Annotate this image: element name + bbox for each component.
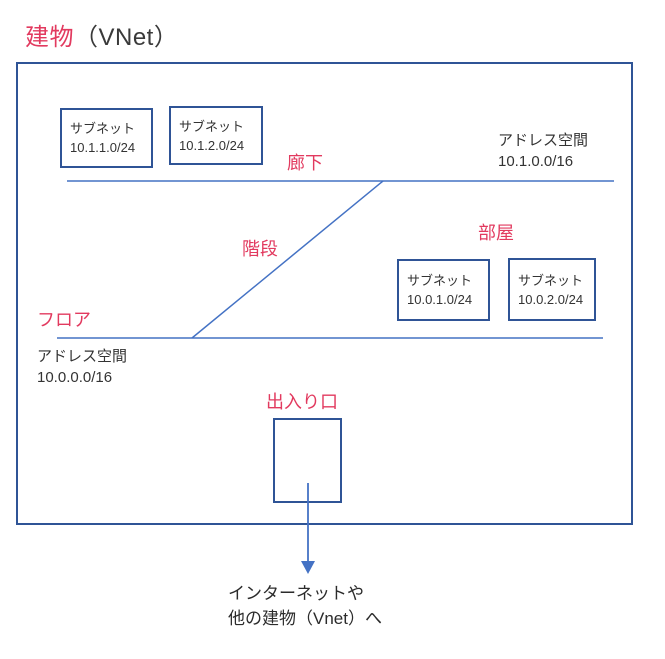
subnet-cidr: 10.0.2.0/24 — [518, 291, 584, 307]
subnet-label: サブネット — [179, 118, 245, 134]
external-destination-text: インターネットや 他の建物（Vnet）へ — [228, 581, 382, 631]
address-space-cidr: 10.1.0.0/16 — [498, 153, 574, 170]
subnet-box-10-1-1-0: サブネット 10.1.1.0/24 — [60, 108, 153, 168]
subnet-cidr: 10.1.2.0/24 — [179, 137, 245, 153]
address-space-label: アドレス空間 — [37, 348, 128, 365]
external-line-2: 他の建物（Vnet）へ — [228, 609, 382, 628]
room-label: 部屋 — [478, 223, 514, 243]
subnet-cidr: 10.1.1.0/24 — [70, 140, 136, 155]
subnet-label: サブネット — [518, 272, 584, 288]
floor-label: フロア — [37, 310, 91, 330]
subnet-box-10-0-1-0: サブネット 10.0.1.0/24 — [397, 259, 490, 321]
gateway-label: 出入り口 — [266, 392, 338, 412]
corridor-label: 廊下 — [287, 153, 323, 173]
address-space-label: アドレス空間 — [498, 132, 589, 149]
subnet-label: サブネット — [70, 121, 136, 136]
title-building-text: 建物 — [25, 24, 74, 51]
subnet-box-10-1-2-0: サブネット 10.1.2.0/24 — [169, 106, 263, 165]
stairs-label: 階段 — [242, 239, 278, 259]
upper-address-space: アドレス空間 10.1.0.0/16 — [498, 130, 588, 172]
page-title: 建物（VNet） — [25, 17, 178, 52]
subnet-box-10-0-2-0: サブネット 10.0.2.0/24 — [508, 258, 596, 321]
gateway-door-box — [273, 418, 342, 503]
vnet-boundary-box — [16, 62, 633, 525]
lower-address-space: アドレス空間 10.0.0.0/16 — [37, 346, 127, 388]
address-space-cidr: 10.0.0.0/16 — [37, 369, 113, 386]
exit-arrow-head — [301, 561, 315, 574]
external-line-1: インターネットや — [228, 584, 364, 603]
title-vnet-text: （VNet） — [74, 24, 179, 51]
subnet-cidr: 10.0.1.0/24 — [407, 292, 473, 307]
subnet-label: サブネット — [407, 273, 473, 288]
